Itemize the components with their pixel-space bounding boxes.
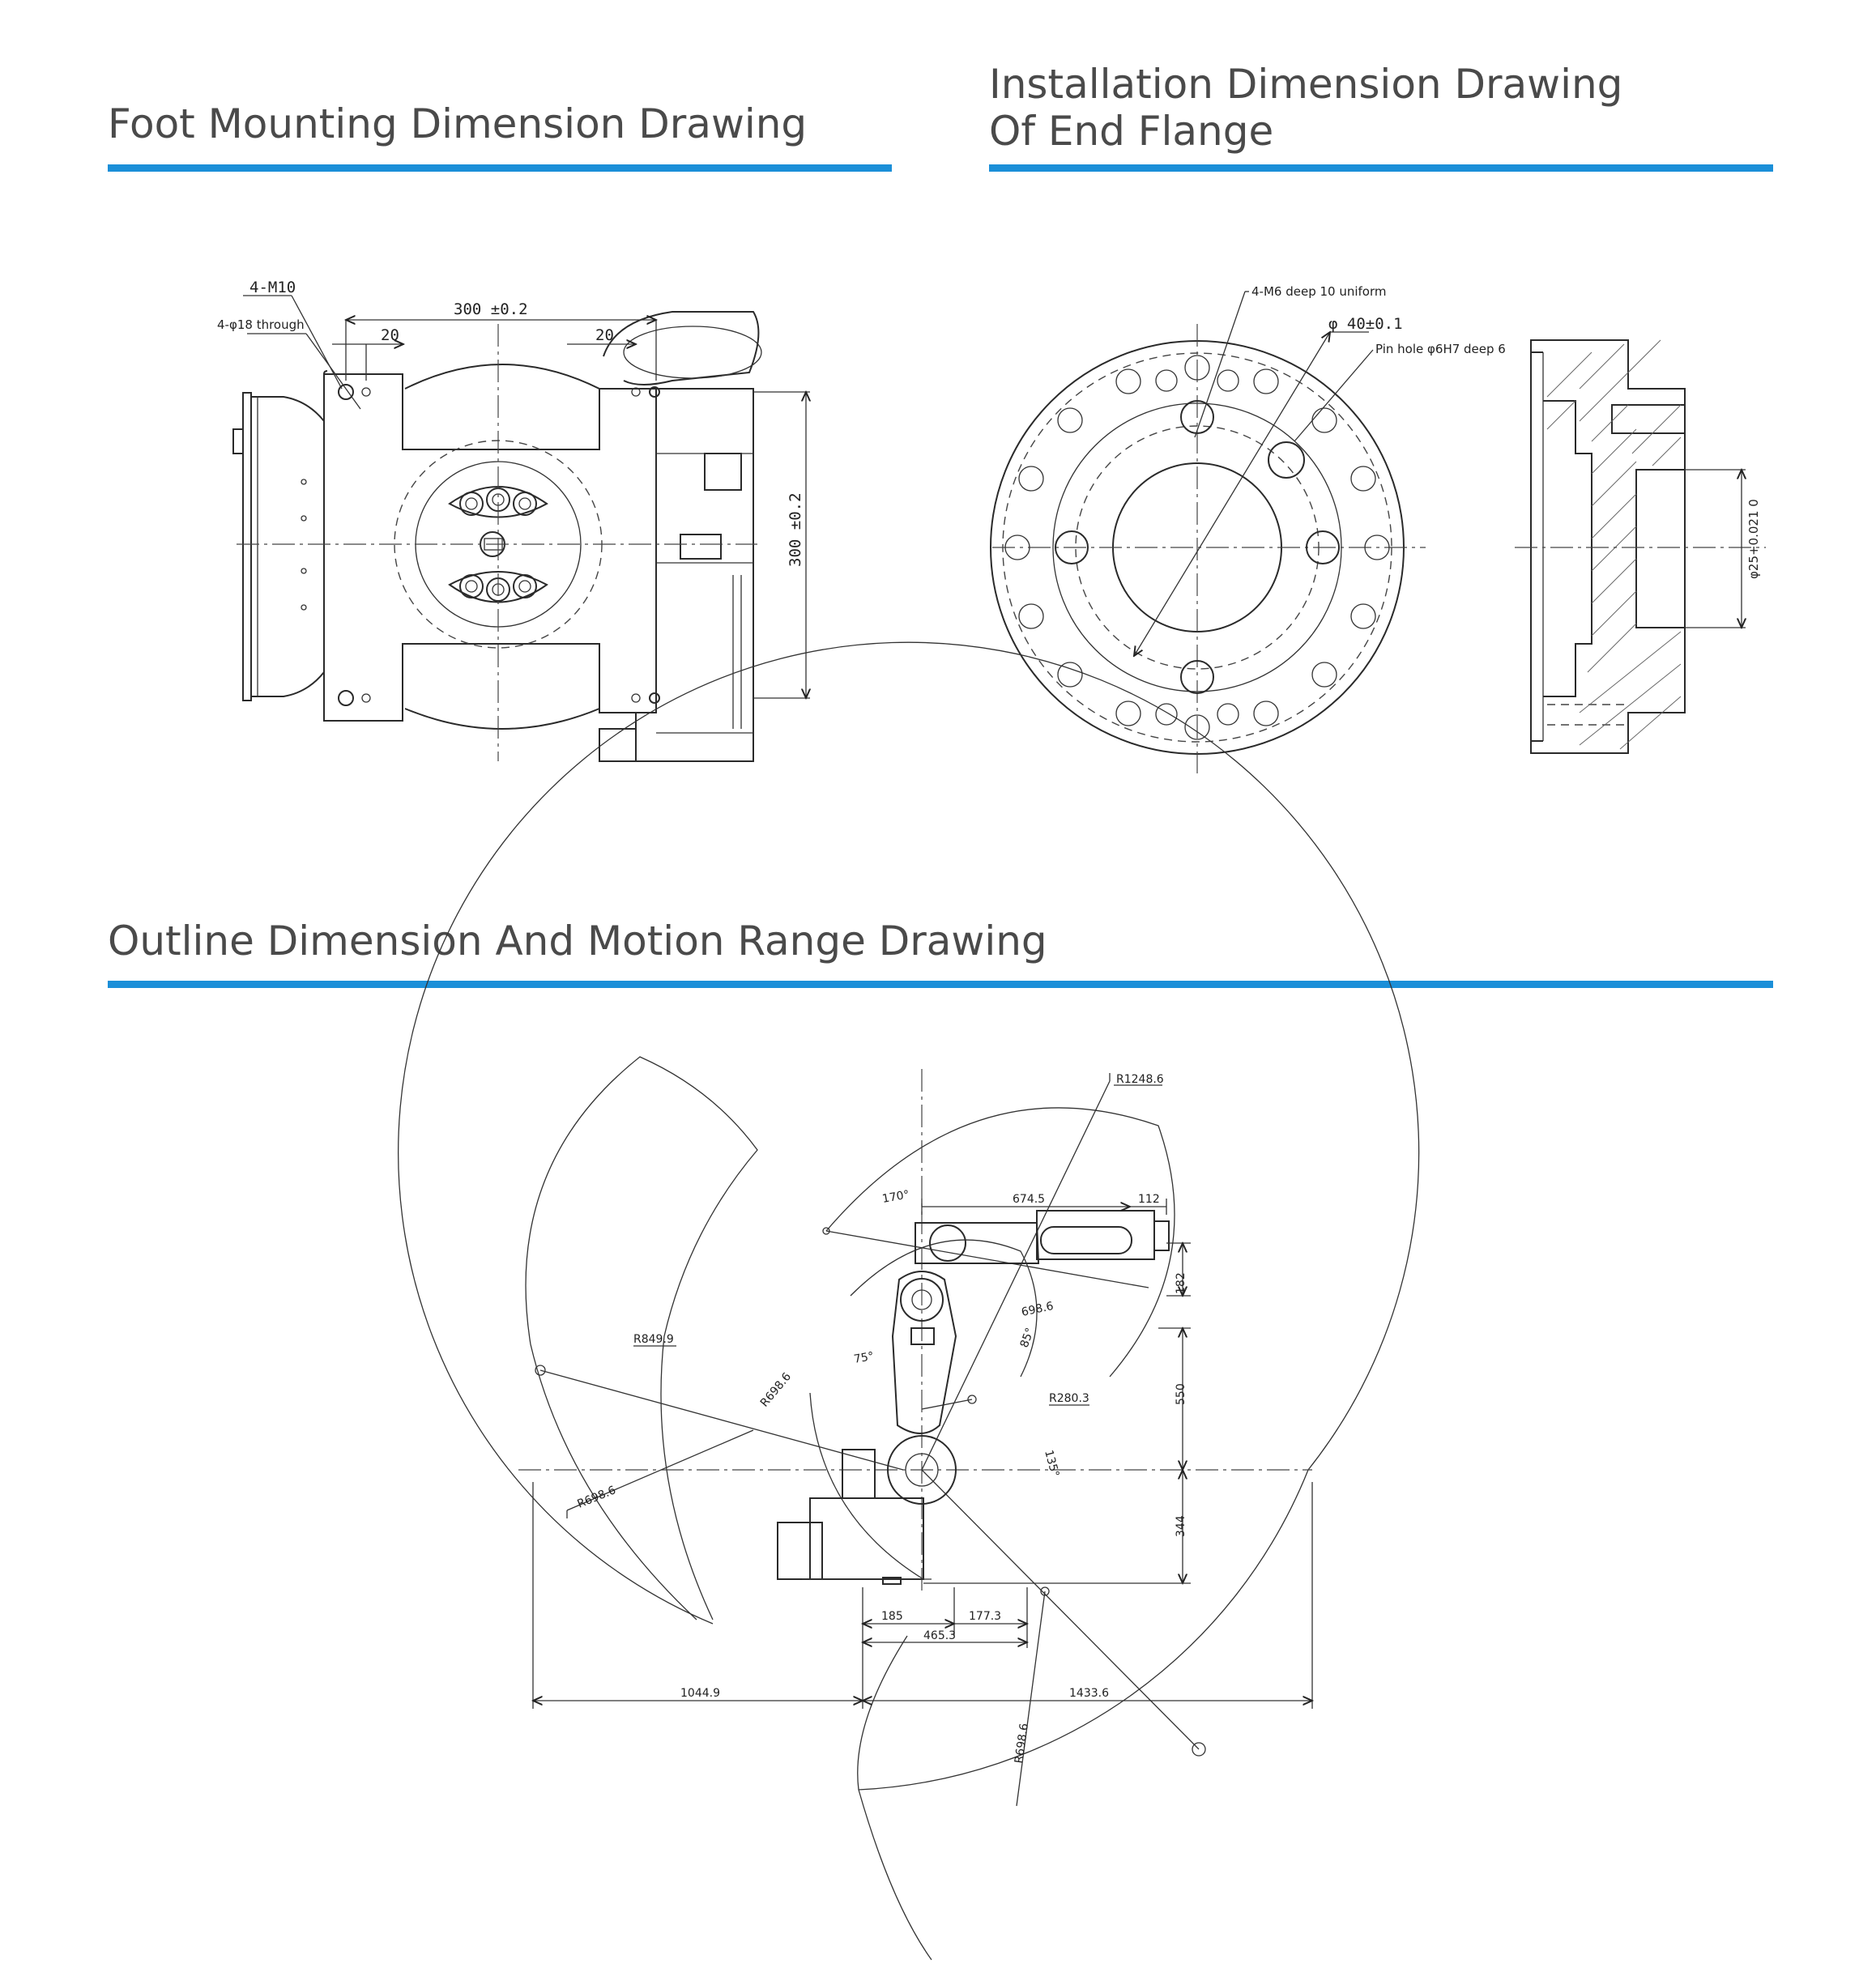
motion-range-drawing: R1248.6 674.5 112 170° 182 698.6 R849.9 … — [398, 641, 1420, 1961]
outline-r-small-label: R280.3 — [1049, 1392, 1089, 1405]
flange-diameter-label: φ 40±0.1 — [1328, 315, 1403, 333]
outline-r-upper-label: 698.6 — [1021, 1300, 1055, 1319]
outline-d1433-label: 1433.6 — [1069, 1687, 1109, 1700]
outline-angle-top-label: 170° — [881, 1188, 910, 1206]
outline-d177-label: 177.3 — [969, 1610, 1001, 1623]
outline-angle-low-label: 135° — [1042, 1449, 1061, 1479]
outline-r-bottom-label: R698.6 — [1013, 1723, 1031, 1765]
end-flange-drawing: 4-M6 deep 10 uniform φ 40±0.1 Pin hole φ… — [990, 284, 1766, 773]
outline-heading-underline — [108, 981, 1773, 988]
flange-pin-hole-label: Pin hole φ6H7 deep 6 — [1375, 342, 1506, 356]
flange-section-hatching — [1546, 339, 1682, 750]
foot-mounting-drawing: 4-M10 4-φ18 through 300 ±0.2 20 20 300 ±… — [217, 279, 810, 762]
flange-threads-label: 4-M6 deep 10 uniform — [1251, 284, 1387, 299]
foot-offset-right-label: 20 — [595, 326, 614, 344]
foot-height-label: 300 ±0.2 — [787, 492, 804, 567]
foot-thread-label: 4-M10 — [249, 279, 296, 296]
outline-angle-wrist-label: 85° — [1018, 1327, 1038, 1350]
outline-tool-length-label: 112 — [1138, 1193, 1160, 1206]
outline-arm-length-label: 674.5 — [1013, 1193, 1045, 1206]
outline-r-left-label: R849.9 — [633, 1333, 674, 1346]
outline-wrist-offset-label: 182 — [1175, 1272, 1187, 1294]
outline-d465-label: 465.3 — [923, 1629, 956, 1642]
outline-v344-label: 344 — [1175, 1515, 1187, 1537]
outline-d185-label: 185 — [881, 1610, 903, 1623]
foot-mounting-heading: Foot Mounting Dimension Drawing — [108, 100, 808, 147]
outline-angle-mid-label: 75° — [853, 1350, 875, 1366]
outline-d1044-label: 1044.9 — [680, 1687, 720, 1700]
outline-r-inner-label: R698.6 — [758, 1370, 794, 1410]
outline-v550-label: 550 — [1175, 1383, 1187, 1405]
flange-heading-line2: Of End Flange — [989, 108, 1274, 155]
foot-width-label: 300 ±0.2 — [454, 300, 528, 318]
flange-heading-line1: Installation Dimension Drawing — [989, 61, 1623, 108]
flange-bore-label: φ25+0.021 0 — [1746, 499, 1761, 579]
outline-heading: Outline Dimension And Motion Range Drawi… — [108, 918, 1047, 965]
flange-heading-underline — [989, 164, 1773, 172]
outline-r-bottom-left-label: R698.6 — [576, 1484, 618, 1511]
foot-holes-label: 4-φ18 through — [217, 317, 305, 332]
foot-heading-underline — [108, 164, 892, 172]
foot-offset-left-label: 20 — [381, 326, 399, 344]
outline-r-max-label: R1248.6 — [1116, 1073, 1164, 1086]
